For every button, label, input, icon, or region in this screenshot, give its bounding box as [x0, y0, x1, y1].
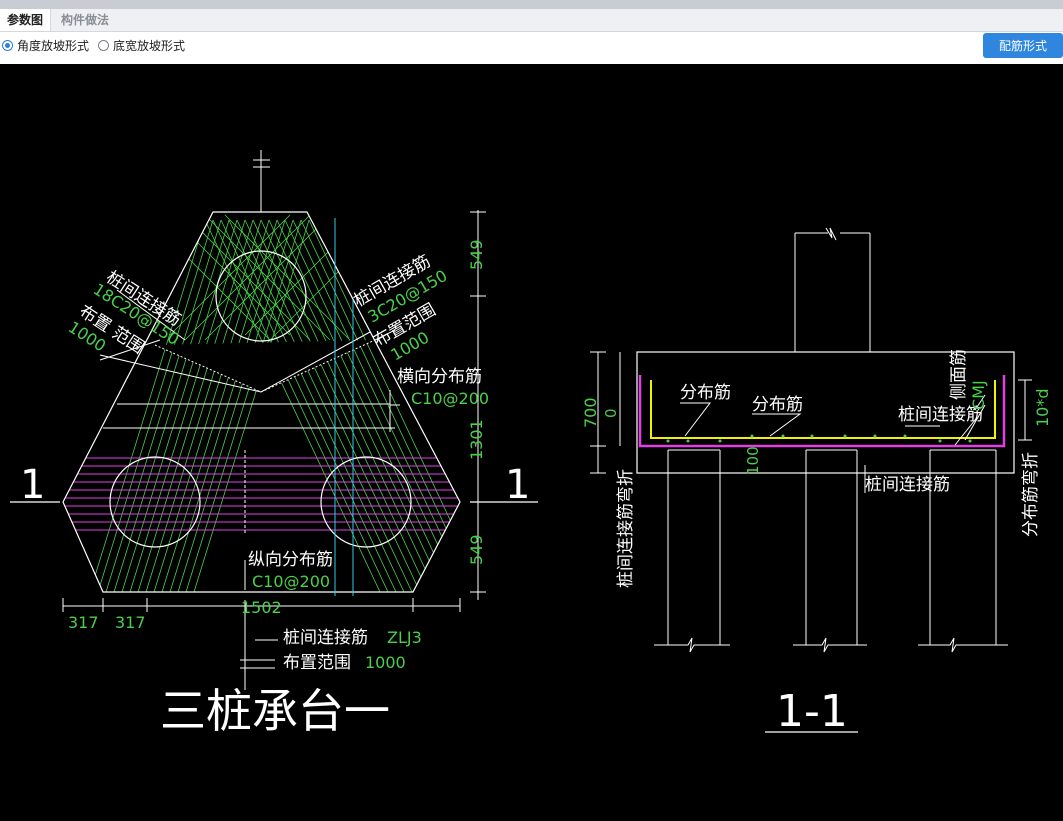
- section-link-label: 桩间连接筋: [898, 405, 983, 425]
- longitudinal-name: 纵向分布筋: [248, 550, 333, 570]
- reinforcement-form-button[interactable]: 配筋形式: [983, 33, 1063, 58]
- pile-cap-plan: 1 1 549 1301 549 1502 317 317 桩间连接筋 18C2…: [10, 150, 538, 738]
- left-bend-label: 桩间连接筋弯折: [616, 469, 636, 588]
- pile-circle-left: [109, 456, 201, 548]
- dim-left-2: 317: [115, 613, 146, 632]
- dim-0: 0: [602, 408, 620, 418]
- plan-title: 三桩承台一: [160, 684, 390, 738]
- dim-700: 700: [581, 397, 600, 428]
- distribution-rebar: [650, 380, 996, 439]
- pile-link-rebar: [638, 375, 1006, 448]
- side-rebar-label: 侧面筋: [949, 349, 969, 400]
- radio-width-slope[interactable]: 底宽放坡形式: [98, 37, 185, 53]
- bottom-range-label: 布置范围: [283, 653, 351, 673]
- side-rebar-spec: CMJ: [969, 380, 988, 410]
- section-dist-label-1: 分布筋: [680, 383, 731, 403]
- section-mark-left: 1: [20, 462, 45, 508]
- transverse-name: 横向分布筋: [397, 367, 482, 387]
- bottom-link-name: 桩间连接筋: [283, 628, 368, 648]
- window-top-strip: [0, 0, 1063, 9]
- radio-angle-slope[interactable]: 角度放坡形式: [2, 37, 89, 53]
- dim-right-bottom: 549: [467, 534, 486, 565]
- section-view: 700 0 100 10*d 分布筋 分布筋 桩间连接筋 桩间连接筋 侧面筋 C…: [581, 227, 1052, 737]
- section-mark-right: 1: [505, 462, 530, 508]
- pile-circle-right: [320, 456, 412, 548]
- piles: [667, 450, 997, 645]
- radio-width-slope-label: 底宽放坡形式: [113, 38, 186, 53]
- dim-right: [470, 210, 486, 600]
- section-title: 1-1: [776, 686, 848, 737]
- radio-unselected-icon: [98, 39, 109, 51]
- axis-bottom: [240, 600, 275, 690]
- right-bend-label: 分布筋弯折: [1021, 452, 1041, 537]
- column: [794, 227, 871, 352]
- transverse-spec: C10@200: [411, 389, 489, 408]
- split-lines: [154, 339, 376, 393]
- dim-left-1: 317: [68, 613, 99, 632]
- tab-parameter-diagram[interactable]: 参数图: [0, 9, 52, 31]
- radio-angle-slope-label: 角度放坡形式: [17, 38, 90, 53]
- bottom-link-spec: ZLJ3: [387, 628, 422, 647]
- tab-component-method[interactable]: 构件做法: [61, 13, 110, 27]
- bottom-range-value: 1000: [365, 653, 406, 672]
- dim-100: 100: [744, 446, 762, 475]
- dim-bottom: [62, 598, 461, 612]
- section-dist-label-2: 分布筋: [752, 395, 803, 415]
- dim-right-top: 549: [467, 239, 486, 270]
- radio-selected-icon: [2, 39, 13, 51]
- axis-top: [253, 150, 270, 212]
- dim-10d: 10*d: [1033, 388, 1052, 427]
- longitudinal-spec: C10@200: [252, 572, 330, 591]
- dim-width: 1502: [241, 598, 282, 617]
- tab-bar: 参数图 构件做法: [0, 9, 1063, 32]
- diagonal-rebar-hatch: [63, 214, 460, 592]
- section-link-label-2: 桩间连接筋: [865, 475, 950, 495]
- option-bar: 角度放坡形式 底宽放坡形式 配筋形式: [0, 32, 1063, 64]
- pile-circle-top: [215, 250, 307, 342]
- dim-right-mid: 1301: [467, 419, 486, 460]
- cad-canvas: 1 1 549 1301 549 1502 317 317 桩间连接筋 18C2…: [0, 64, 1063, 816]
- cap-section: [636, 351, 1015, 474]
- cap-outline: [62, 211, 461, 593]
